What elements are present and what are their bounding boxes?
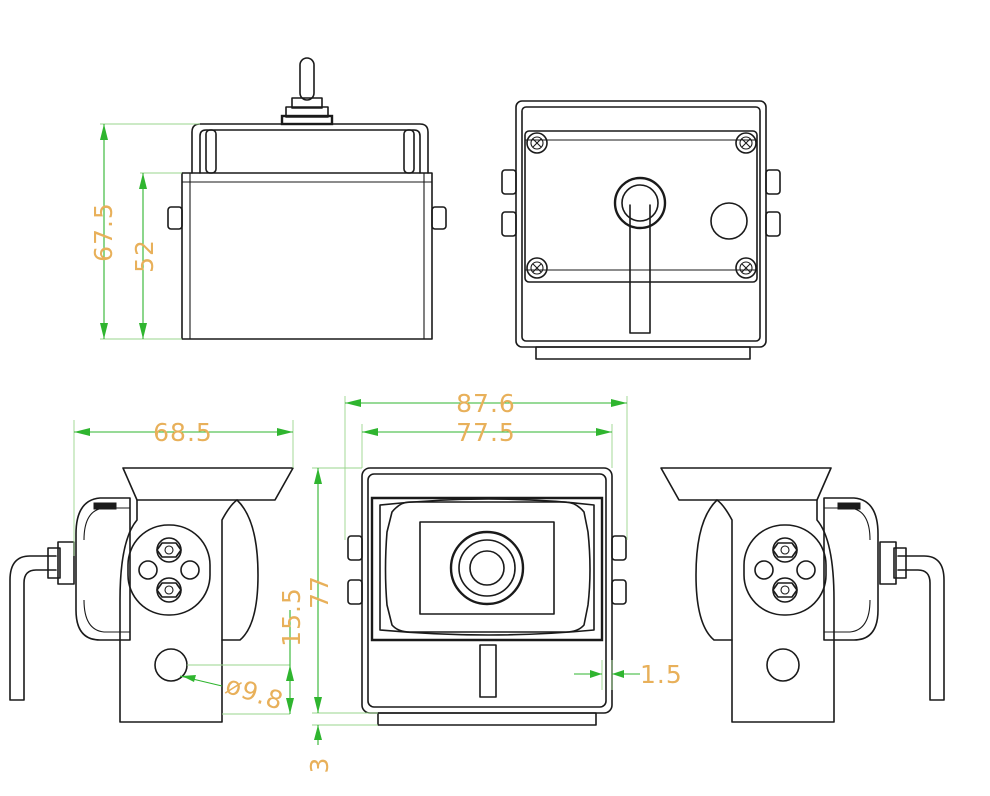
dim-hole-diameter: ø9.8 [222, 670, 287, 716]
dim-side-depth: 68.5 [153, 418, 213, 447]
mount-bracket-inner [199, 129, 421, 174]
rear-knob-l2 [501, 211, 517, 237]
front-knob-l2 [347, 579, 363, 605]
rear-screw-tl [526, 132, 548, 154]
rear-screw-tr [735, 132, 757, 154]
dims-bottom-left: 68.5 15.5 ø9.8 [73, 418, 306, 716]
front-view [347, 467, 627, 726]
rear-panel [524, 130, 758, 283]
rear-knob-l1 [501, 169, 517, 195]
left-mount-body [119, 499, 238, 723]
cable-stub [299, 57, 315, 101]
dims-front: 87.6 77.5 77 3 1.5 [305, 389, 683, 774]
left-cable [9, 555, 57, 701]
front-bezel-inner [379, 498, 595, 636]
rear-plug-hole [710, 202, 748, 240]
lens-window [384, 501, 591, 633]
dim-height-body: 52 [130, 239, 159, 273]
side-view-left [9, 467, 294, 723]
camera-body-side [181, 172, 433, 340]
left-hex-bolt-top [156, 542, 182, 558]
dim-height-total: 67.5 [89, 202, 118, 262]
lens-outer [449, 530, 525, 606]
dim-front-height: 77 [305, 575, 334, 609]
front-housing-inner [367, 473, 607, 708]
rear-knob-r1 [765, 169, 781, 195]
left-adjust-plate [127, 524, 211, 616]
lens-inner [469, 550, 505, 586]
left-gland-nut [47, 547, 61, 579]
rear-cable [629, 204, 651, 334]
left-mount-plate [122, 467, 294, 501]
side-knob-left [167, 206, 183, 230]
gland-nut [291, 97, 323, 109]
bracket-arm-left [205, 129, 217, 174]
front-knob-r1 [611, 535, 627, 561]
rear-housing-inner [521, 106, 761, 342]
left-hex-bolt-bottom [156, 582, 182, 598]
side-view-right [660, 467, 945, 723]
side-knob-right [431, 206, 447, 230]
dim-bezel-offset: 1.5 [640, 660, 683, 689]
front-knob-r2 [611, 579, 627, 605]
rear-housing [515, 100, 767, 348]
dims-top-left: 67.5 52 [89, 123, 200, 340]
front-base [377, 712, 597, 726]
bracket-arm-right [403, 129, 415, 174]
dim-base-plate: 3 [305, 757, 334, 774]
front-knob-l1 [347, 535, 363, 561]
side-view-top [167, 57, 447, 340]
gland-washer [280, 114, 334, 126]
dim-front-width-total: 87.6 [456, 389, 516, 418]
left-camera-head [75, 497, 131, 641]
dim-front-width-body: 77.5 [456, 418, 516, 447]
rear-screw-br [735, 257, 757, 279]
left-mount-curve [221, 499, 259, 641]
left-gland-body [57, 541, 75, 585]
rear-base [535, 346, 751, 360]
rear-view [501, 100, 781, 360]
lens-frame [419, 521, 555, 615]
front-bezel [370, 496, 604, 642]
dim-mount-offset: 15.5 [277, 587, 306, 647]
front-stem [479, 644, 497, 698]
mount-bracket [191, 123, 429, 174]
rear-knob-r2 [765, 211, 781, 237]
rear-gland [613, 176, 667, 230]
rear-screw-bl [526, 257, 548, 279]
